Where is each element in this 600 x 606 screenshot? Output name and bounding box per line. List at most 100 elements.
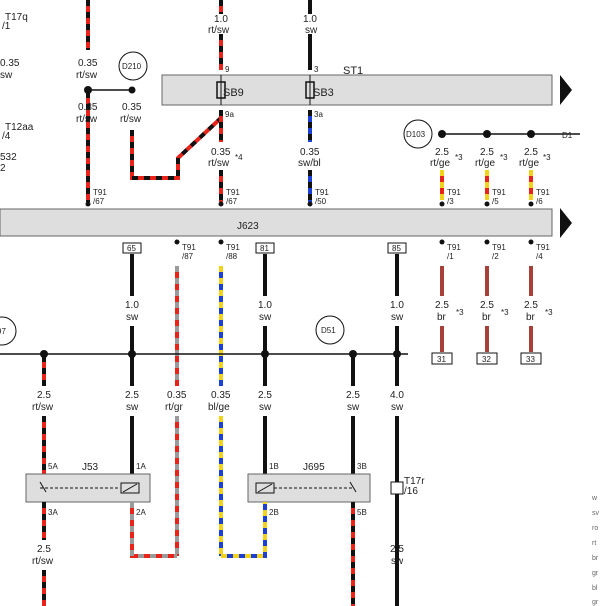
legend-item: w: [591, 495, 598, 502]
wire-label: br: [526, 312, 536, 323]
pin-box-label: 85: [392, 244, 401, 253]
wire-label: rt/sw: [76, 114, 98, 125]
wire-label: 2.5: [524, 300, 538, 311]
connector-pin: /1: [447, 252, 454, 261]
wire-note: *3: [543, 153, 551, 162]
wire-label: 1.0: [125, 300, 139, 311]
j623-arrow-icon: [560, 208, 572, 238]
st1-bus-bar: [161, 74, 553, 106]
c97-circle: [0, 316, 17, 346]
connector-pin: /87: [182, 252, 194, 261]
wire-label: br: [437, 312, 447, 323]
t17r-connector-icon: [390, 481, 404, 495]
left-wire-color: sw: [0, 70, 13, 81]
wire-label: sw: [305, 25, 318, 36]
wire-label: 2.5: [346, 390, 360, 401]
wire-note: *3: [500, 153, 508, 162]
wire-note: *3: [501, 308, 509, 317]
wire-note: *4: [235, 153, 243, 162]
wire-label: sw: [126, 312, 139, 323]
left-532: 532: [0, 152, 17, 163]
wire-label: 1.0: [390, 300, 404, 311]
wire-label: br: [482, 312, 492, 323]
pin-box-label: 81: [260, 244, 269, 253]
connector-pin: /67: [93, 197, 105, 206]
wire-label: 0.35: [211, 147, 231, 158]
wire-label: 2.5: [258, 390, 272, 401]
pin-box-65: [122, 242, 142, 254]
wire-label: 1.0: [258, 300, 272, 311]
pin-label: 3a: [314, 110, 323, 119]
wire-label: 0.35: [300, 147, 320, 158]
wire-label: 2.5: [125, 390, 139, 401]
wire-label: rt/ge: [519, 158, 539, 169]
wire-label: 2.5: [37, 544, 51, 555]
connector-pin: /2: [492, 252, 499, 261]
st1-arrow-icon: [560, 75, 572, 105]
wire-label: 0.35: [167, 390, 187, 401]
pin-label: 9a: [225, 110, 234, 119]
wire-label: rt/sw: [208, 25, 230, 36]
ground-31: [431, 352, 453, 365]
pin-label: 3B: [357, 462, 367, 471]
wire-label: 0.35: [211, 390, 231, 401]
ground-label: 32: [482, 355, 491, 364]
sb3-label: SB3: [313, 87, 334, 99]
wire-label: 2.5: [480, 300, 494, 311]
wire-label: 4.0: [390, 390, 404, 401]
connector-pin: /67: [226, 197, 238, 206]
wire-label: sw: [391, 402, 404, 413]
d51-circle: [315, 315, 345, 345]
d103-circle: [403, 119, 433, 149]
sb9-label: SB9: [223, 87, 244, 99]
d51-label: D51: [321, 326, 336, 335]
connector-label: T91: [93, 188, 107, 197]
wire-label: sw: [259, 402, 272, 413]
pin-label: 2A: [136, 508, 146, 517]
legend-item: rt: [592, 540, 596, 547]
pin-box-label: 65: [127, 244, 136, 253]
wire-label: sw: [126, 402, 139, 413]
pin-label: 1B: [269, 462, 279, 471]
connector-label: T91: [492, 243, 506, 252]
pin-label: 1A: [136, 462, 146, 471]
connector-label: T91: [492, 188, 506, 197]
legend-item: sv: [592, 510, 600, 517]
connector-pin: /50: [315, 197, 327, 206]
legend-item: bl: [592, 585, 598, 592]
wire-label: 2.5: [524, 147, 538, 158]
wire-label: 0.35: [78, 102, 98, 113]
wire-note: *3: [456, 308, 464, 317]
wire-label: bl/ge: [208, 402, 230, 413]
legend-item: gr: [592, 570, 599, 577]
wire-label: rt/ge: [430, 158, 450, 169]
wire-label: rt/sw: [76, 70, 98, 81]
wire-label: rt/sw: [208, 158, 230, 169]
wire-label: 1.0: [214, 14, 228, 25]
wire-label: 2.5: [480, 147, 494, 158]
wire-label: rt/sw: [32, 556, 54, 567]
relay-j695-label: J695: [303, 462, 325, 473]
left-2: 2: [0, 163, 6, 174]
wire-note: *3: [455, 153, 463, 162]
pin-label: 5A: [48, 462, 58, 471]
continuation-label: D1: [562, 131, 573, 140]
wire-label: rt/ge: [475, 158, 495, 169]
connector-pin: /6: [536, 197, 543, 206]
connector-label: T91: [182, 243, 196, 252]
j623-label: J623: [237, 221, 259, 232]
pin-label: 2B: [269, 508, 279, 517]
connector-label: T91: [536, 243, 550, 252]
connector-label: T91: [226, 243, 240, 252]
wire-label: 0.35: [78, 58, 98, 69]
t12aa-pin-label: /4: [2, 131, 11, 142]
connector-label: T91: [536, 188, 550, 197]
wire-label: 2.5: [435, 300, 449, 311]
t17r-pin-label: /16: [404, 486, 418, 497]
t17r-label: T17r: [404, 476, 425, 487]
connector-pin: /4: [536, 252, 543, 261]
wire-label: rt/sw: [32, 402, 54, 413]
pin-box-81: [255, 242, 275, 254]
connector-label: T91: [226, 188, 240, 197]
